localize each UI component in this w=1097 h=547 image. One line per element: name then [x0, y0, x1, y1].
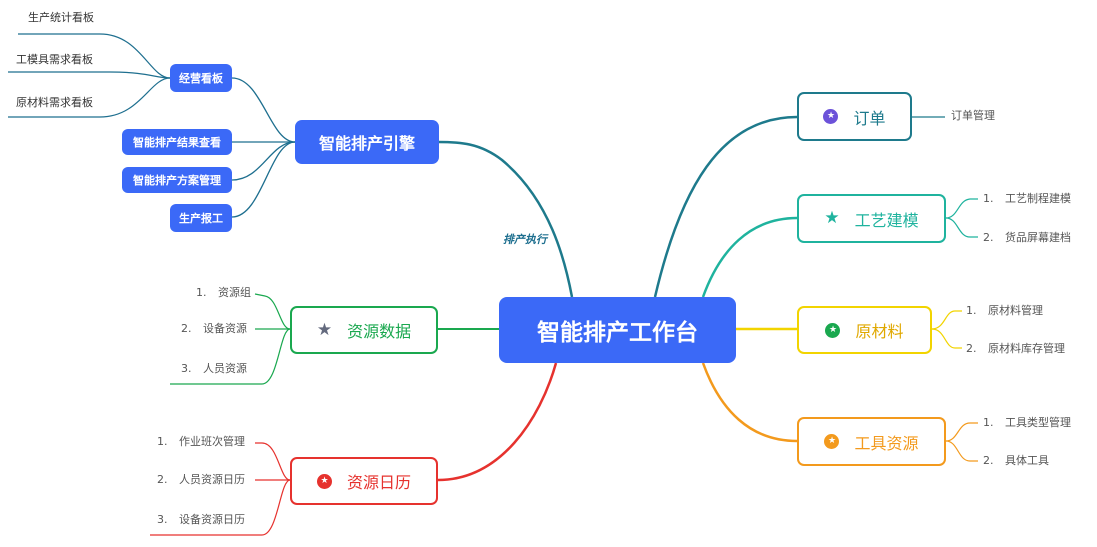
edge-label-schedule-exec: 排产执行: [503, 233, 547, 246]
dashboard-node[interactable]: 经营看板: [170, 64, 232, 92]
link-rcal-3: [150, 479, 291, 536]
material-node[interactable]: ★ 原材料: [797, 306, 932, 354]
list-item[interactable]: 订单管理: [951, 109, 995, 122]
link-process-1: [945, 198, 978, 219]
link-root-order: [653, 115, 798, 298]
link-rcal-1: [255, 442, 291, 481]
link-tools-1: [945, 422, 978, 442]
link-material-2: [931, 328, 962, 349]
list-item[interactable]: 1.工艺制程建模: [983, 192, 1071, 205]
board-production-stats[interactable]: 生产统计看板: [28, 11, 94, 24]
list-item[interactable]: 1.工具类型管理: [983, 416, 1071, 429]
plan-manage-node[interactable]: 智能排产方案管理: [122, 167, 232, 193]
engine-node[interactable]: 智能排产引擎: [295, 120, 439, 164]
link-root-resource-calendar: [437, 362, 558, 482]
list-item[interactable]: 2.货品屏幕建档: [983, 231, 1071, 244]
resource-calendar-label: 资源日历: [346, 473, 411, 492]
process-label: 工艺建模: [854, 210, 919, 230]
list-item[interactable]: 2.设备资源: [181, 322, 247, 335]
tools-label: 工具资源: [854, 433, 919, 453]
star-circle-icon: ★: [316, 473, 332, 489]
board-material-demand[interactable]: 原材料需求看板: [16, 96, 93, 109]
link-rdata-3: [170, 328, 291, 385]
star-icon: ★: [316, 319, 333, 340]
link-dashboard-board3: [8, 77, 171, 118]
board-tool-demand[interactable]: 工模具需求看板: [16, 53, 93, 66]
link-dashboard-board2: [8, 71, 171, 79]
root-node[interactable]: 智能排产工作台: [499, 297, 736, 363]
star-icon: ★: [824, 208, 840, 228]
result-view-node[interactable]: 智能排产结果查看: [122, 129, 232, 155]
order-label: 订单: [853, 108, 886, 128]
list-item[interactable]: 2.具体工具: [983, 454, 1049, 467]
star-circle-icon: ★: [825, 322, 841, 338]
material-label: 原材料: [855, 322, 904, 341]
link-engine-plan: [231, 141, 296, 181]
link-rdata-1: [254, 293, 291, 330]
star-circle-icon: ★: [824, 434, 840, 449]
link-engine-report: [231, 141, 296, 218]
resource-data-node[interactable]: ★ 资源数据: [290, 306, 438, 354]
process-node[interactable]: ★ 工艺建模: [797, 194, 946, 243]
tools-node[interactable]: ★ 工具资源: [797, 417, 946, 466]
resource-data-label: 资源数据: [347, 322, 412, 341]
link-tools-2: [945, 440, 978, 462]
star-circle-icon: ★: [823, 109, 839, 124]
link-process-2: [945, 217, 978, 238]
list-item[interactable]: 3.设备资源日历: [157, 513, 245, 526]
list-item[interactable]: 2.原材料库存管理: [966, 342, 1065, 355]
report-node[interactable]: 生产报工: [170, 204, 232, 232]
link-root-engine: [437, 140, 574, 298]
list-item[interactable]: 3.人员资源: [181, 362, 247, 375]
resource-calendar-node[interactable]: ★ 资源日历: [290, 457, 438, 505]
link-dashboard-board1: [18, 33, 171, 79]
link-engine-dashboard: [231, 77, 296, 143]
order-node[interactable]: ★ 订单: [797, 92, 912, 141]
link-root-tools: [701, 362, 798, 443]
list-item[interactable]: 2.人员资源日历: [157, 473, 245, 486]
link-material-1: [931, 310, 962, 330]
link-root-process: [701, 216, 798, 298]
list-item[interactable]: 1.作业班次管理: [157, 435, 245, 448]
list-item[interactable]: 1.原材料管理: [966, 304, 1043, 317]
list-item[interactable]: 1.资源组: [196, 286, 251, 299]
